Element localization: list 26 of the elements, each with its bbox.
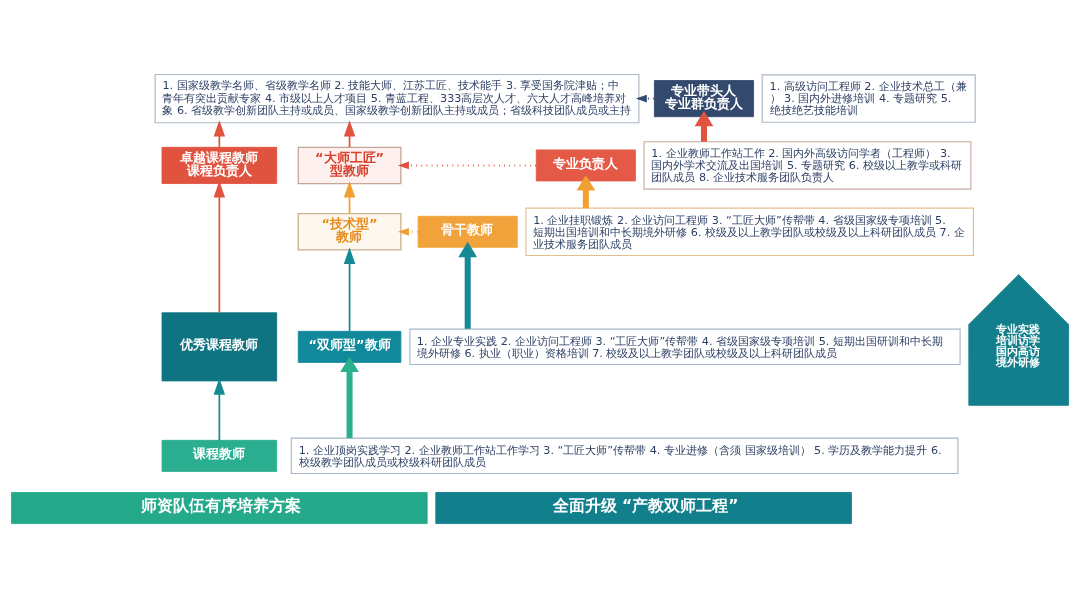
arrow: [213, 119, 226, 148]
node-box: 骨干教师: [417, 215, 518, 248]
arrow: [213, 180, 226, 313]
arrow: [397, 161, 536, 169]
node-box: 1. 企业挂职锻炼 2. 企业访问工程师 3. “工匠大师”传帮带 4. 省级国家级专项培训 5. 短期出国培训和中长期境外研修 6. 校级及以上教学团队或校级及以上科研团队成员 7. 企业技术服务团队成员: [525, 207, 974, 256]
node-box: 1. 企业专业实践 2. 企业访问工程师 3. “工匠大师”传帮带 4. 省级国家级专项培训 5. 短期出国研训和中长期境外研修 6. 执业（职业）资格培训 7. 校级及以上教学团队或校级及以上科研团队成员: [409, 328, 961, 365]
arrow: [576, 174, 596, 208]
node-box: 卓越课程教师 课程负责人: [161, 146, 278, 184]
node-box: 1. 国家级教学名师、省级教学名师 2. 技能大师、江苏工匠、技术能手 3. 享受国务院津贴；中青年有突出贡献专家 4. 市级以上人才项目 5. 青蓝工程、333高层次人才、六大人才高峰培养对象 6. 省级教学创新团队主持或成员、国家级教学创新团队主持或成员；省级科技团队成员或主持: [154, 73, 640, 123]
node-box: 全面升级 “产教双师工程”: [435, 491, 852, 524]
arrow: [213, 377, 226, 441]
node-box: 课程教师: [161, 439, 278, 472]
arrow: [694, 110, 714, 142]
node-box: “双师型”教师: [297, 330, 402, 363]
node-box: 专业负责人: [535, 148, 636, 181]
node-box: 1. 企业顶岗实践学习 2. 企业教师工作站工作学习 3. “工匠大师”传帮带 4. 专业进修（含须 国家级培训） 5. 学历及教学能力提升 6. 校级教学团队成员或校级科研团队成员: [290, 437, 959, 474]
arrow: [343, 247, 356, 332]
node-box: “大师工匠”型教师: [297, 146, 402, 184]
arrow: [458, 241, 478, 329]
node-box: 1. 企业教师工作站工作 2. 国内外高级访问学者（工程师） 3. 国内外学术交流及出国培训 5. 专题研究 6. 校级以上教学或科研团队成员 8. 企业技术服务团队负责人: [643, 140, 972, 190]
node-box: 师资队伍有序培养方案: [11, 491, 428, 524]
arrow: [340, 356, 359, 438]
node-box: 1. 高级访问工程师 2. 企业技术总工（兼） 3. 国内外进修培训 4. 专题研究 5. 绝技绝艺技能培训: [761, 73, 976, 123]
node-box: “技术型”教师: [297, 212, 402, 251]
node-box: 专业带头人 专业群负责人: [653, 79, 754, 117]
node-box: 优秀课程教师: [161, 311, 278, 381]
